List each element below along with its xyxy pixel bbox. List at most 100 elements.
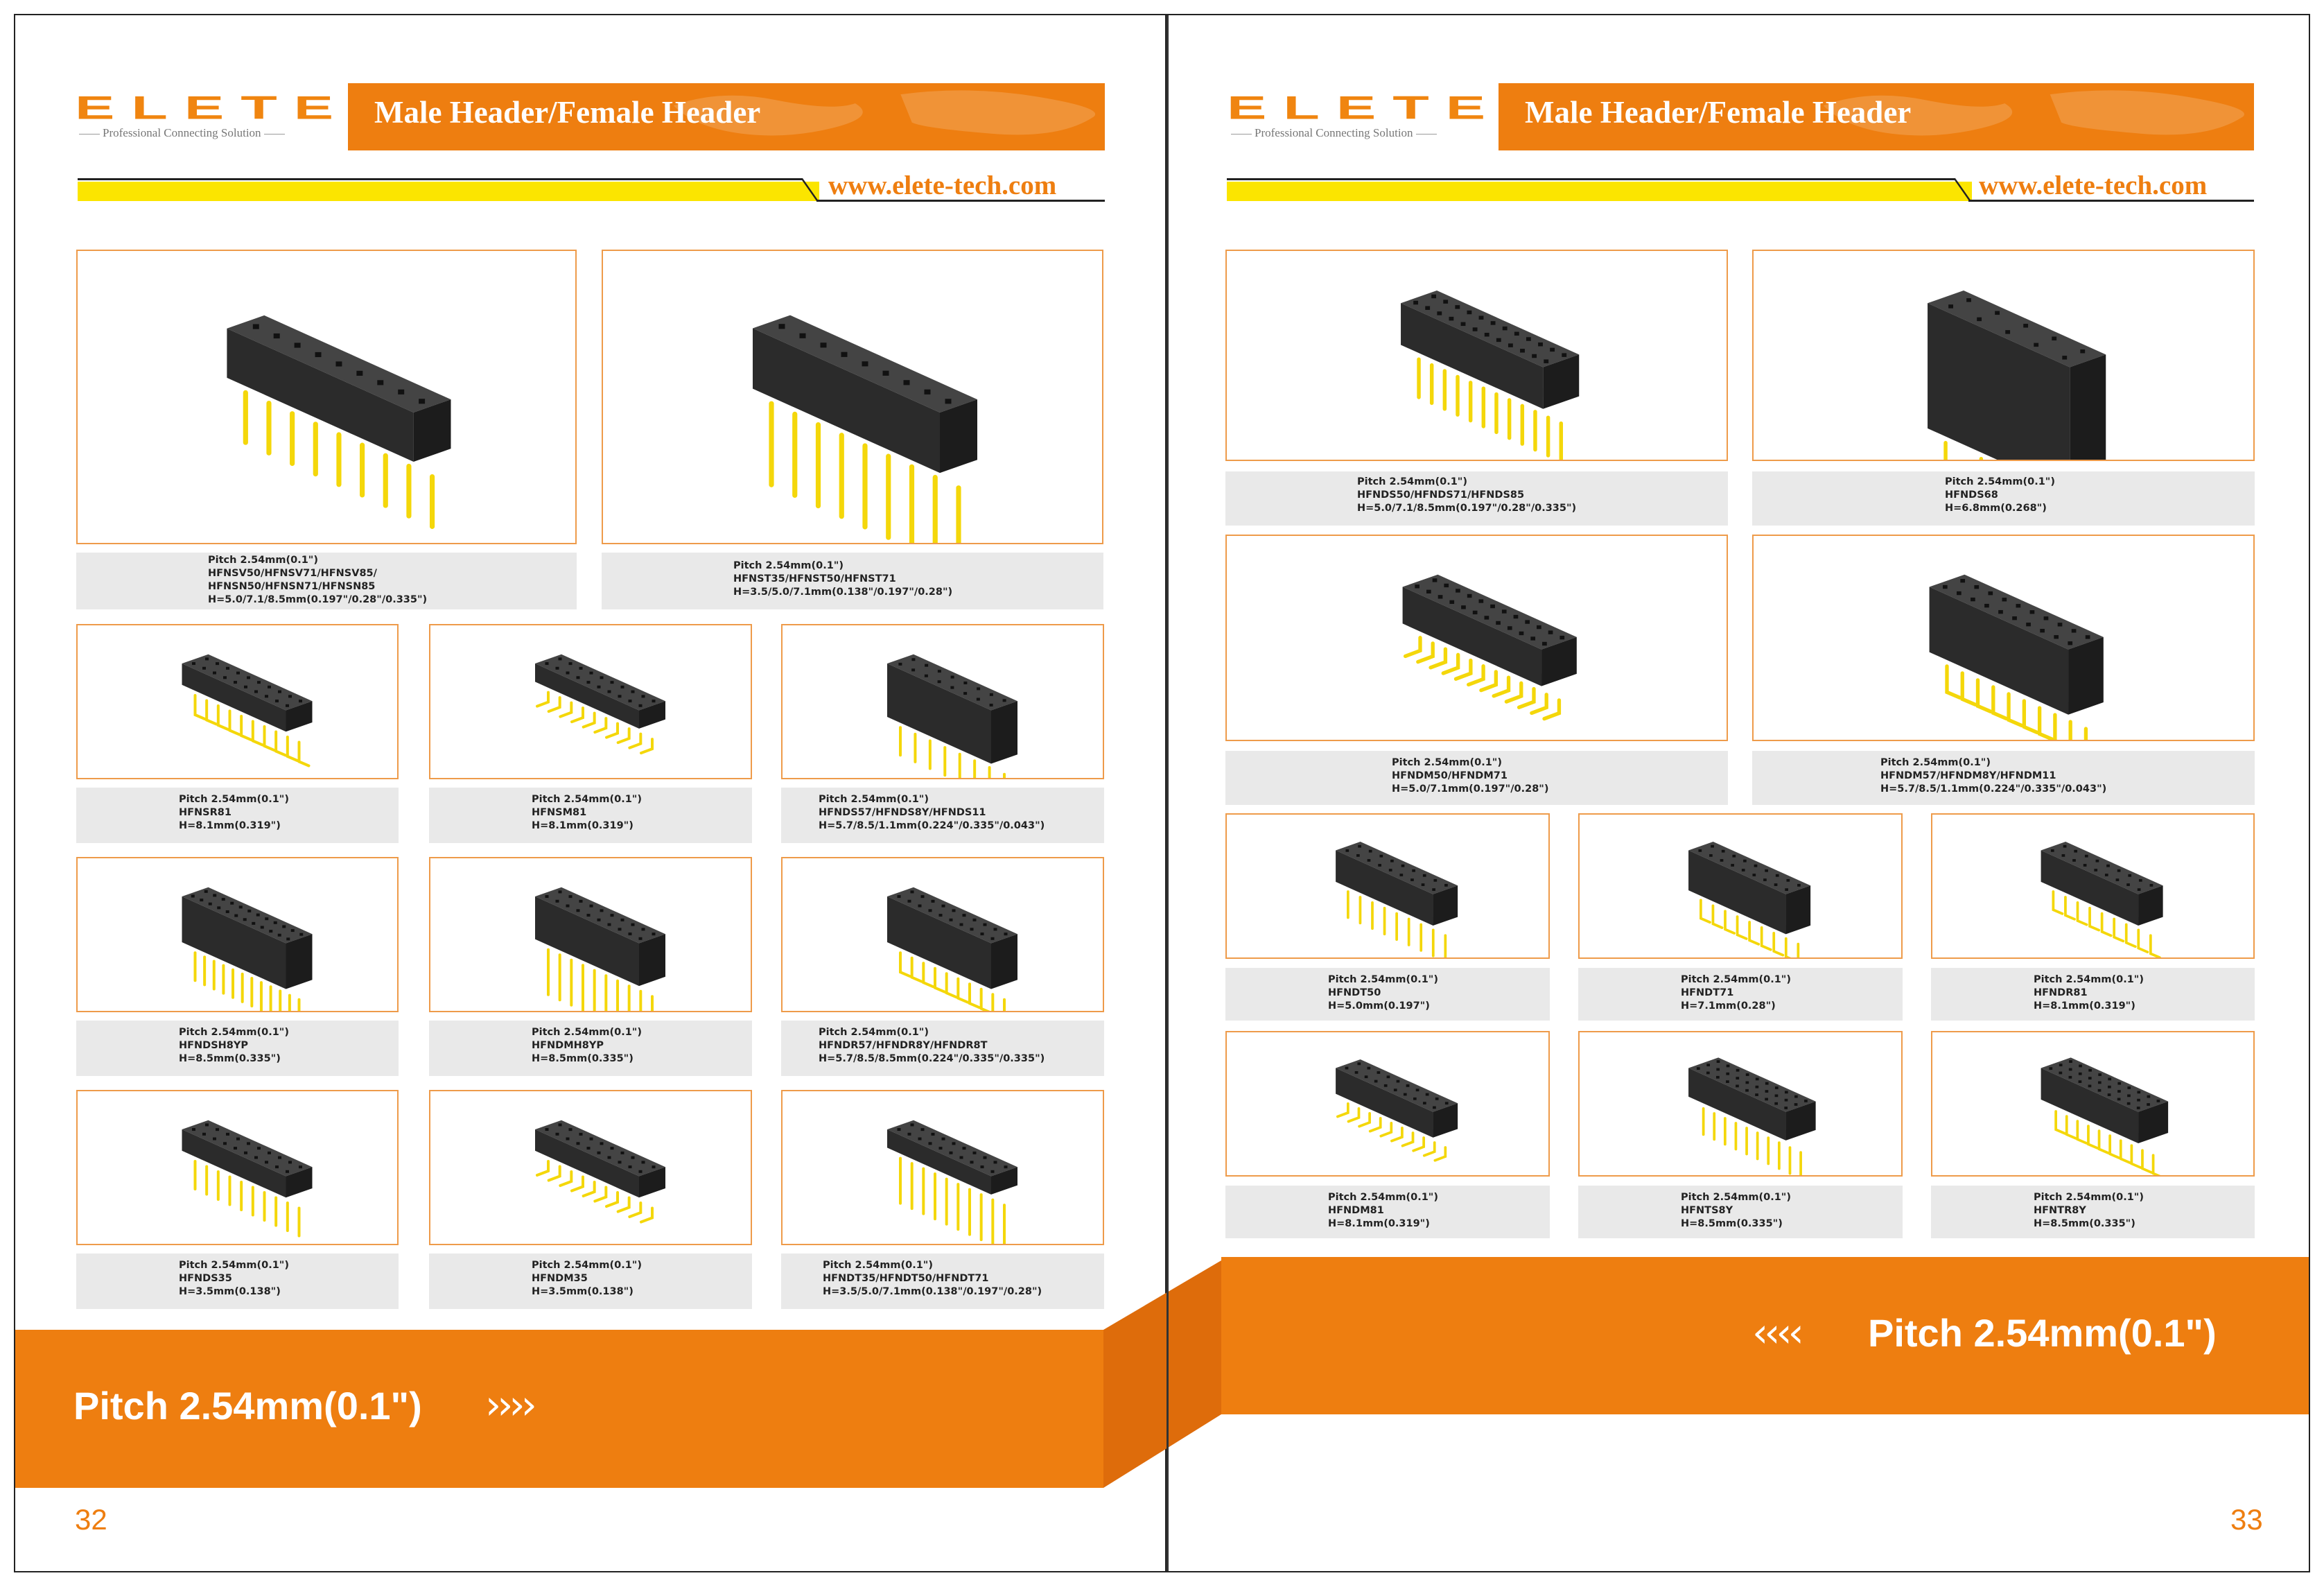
caption-part-number: HFNDM50/HFNDM71 <box>1392 770 1508 781</box>
caption-pitch: Pitch 2.54mm(0.1") <box>179 1027 289 1038</box>
caption-height: H=8.5mm(0.335") <box>1681 1218 1783 1229</box>
caption-pitch: Pitch 2.54mm(0.1") <box>208 555 318 566</box>
caption-part-number: HFNTS8Y <box>1681 1205 1733 1216</box>
caption-pitch: Pitch 2.54mm(0.1") <box>1945 476 2055 487</box>
connector-illustration <box>227 315 451 529</box>
product-image <box>76 250 577 544</box>
caption-height: H=7.1mm(0.28") <box>1681 1000 1776 1012</box>
caption-pitch: Pitch 2.54mm(0.1") <box>819 1027 929 1038</box>
product-image <box>781 1090 1104 1245</box>
website-link[interactable]: www.elete-tech.com <box>828 171 1057 200</box>
connector-illustration <box>1401 290 1580 460</box>
header-title-bar: Male Header/Female Header <box>348 83 1105 150</box>
caption-height: H=8.5mm(0.335") <box>532 1053 634 1064</box>
yellow-stripe <box>78 182 819 201</box>
product-image <box>1578 813 1903 959</box>
caption-pitch: Pitch 2.54mm(0.1") <box>1328 974 1438 985</box>
connector-illustration <box>2041 842 2163 957</box>
caption-height: H=5.0mm(0.197") <box>1328 1000 1430 1012</box>
product-caption: Pitch 2.54mm(0.1") HFNDM57/HFNDM8Y/HFNDM1… <box>1752 751 2255 805</box>
product-image <box>1752 535 2255 741</box>
caption-part-number: HFNDMH8YP <box>532 1040 604 1051</box>
caption-height: H=8.1mm(0.319") <box>1328 1218 1430 1229</box>
header-rule <box>1227 178 1955 180</box>
connector-illustration <box>1336 842 1458 957</box>
chevron-right-icon: ›››› <box>485 1381 537 1428</box>
pitch-label: Pitch 2.54mm(0.1") <box>1868 1311 2217 1355</box>
product-image <box>76 624 399 779</box>
caption-pitch: Pitch 2.54mm(0.1") <box>1392 757 1502 768</box>
caption-part-number: HFNDR81 <box>2034 987 2088 998</box>
caption-part-number: HFNDM35 <box>532 1273 588 1284</box>
product-caption: Pitch 2.54mm(0.1") HFNDMH8YP H=8.5mm(0.335… <box>429 1021 752 1076</box>
product-image <box>781 624 1104 779</box>
header-title-bar: Male Header/Female Header <box>1499 83 2254 150</box>
connector-illustration <box>753 315 977 543</box>
connector-illustration <box>535 654 665 755</box>
product-image <box>429 624 752 779</box>
book-spine <box>1167 15 1169 1571</box>
caption-part-number: HFNSR81 <box>179 807 231 818</box>
world-map-icon <box>673 90 1095 136</box>
world-map-icon <box>1823 90 2244 136</box>
caption-height: H=8.1mm(0.319") <box>179 820 281 831</box>
caption-part-number: HFNDR57/HFNDR8Y/HFNDR8T <box>819 1040 988 1051</box>
product-caption: Pitch 2.54mm(0.1")HFNDS57/HFNDS8Y/HFNDS1… <box>781 788 1104 843</box>
website-link[interactable]: www.elete-tech.com <box>1979 171 2208 200</box>
page-number: 33 <box>2230 1503 2263 1536</box>
product-image <box>1225 813 1550 959</box>
caption-part-number: HFNDM57/HFNDM8Y/HFNDM11 <box>1880 770 2056 781</box>
product-image <box>602 250 1103 544</box>
page-title: Male Header/Female Header <box>1525 95 1912 130</box>
caption-height: H=5.0/7.1mm(0.197"/0.28") <box>1392 783 1549 795</box>
product-image <box>429 857 752 1012</box>
caption-part-number: HFNSM81 <box>532 807 587 818</box>
product-image <box>76 857 399 1012</box>
caption-pitch: Pitch 2.54mm(0.1") <box>532 1027 642 1038</box>
brand-logo: ELETE <box>75 89 351 127</box>
caption-height: H=8.1mm(0.319") <box>532 820 634 831</box>
caption-part-number: HFNDS35 <box>179 1273 232 1284</box>
caption-pitch: Pitch 2.54mm(0.1") <box>1880 757 1991 768</box>
product-caption: Pitch 2.54mm(0.1") HFNDSH8YP H=8.5mm(0.335… <box>76 1021 399 1076</box>
caption-pitch: Pitch 2.54mm(0.1") <box>179 1260 289 1271</box>
caption-height: H=5.7/8.5/1.1mm(0.224"/0.335"/0.043") <box>819 820 1045 831</box>
connector-illustration <box>182 654 313 768</box>
brand-tagline: Professional Connecting Solution <box>76 126 288 140</box>
caption-height: H=5.7/8.5/1.1mm(0.224"/0.335"/0.043") <box>1880 783 2107 795</box>
caption-part-number: HFNDSH8YP <box>179 1040 249 1051</box>
caption-height: H=8.1mm(0.319") <box>2034 1000 2135 1012</box>
product-image <box>1225 535 1728 741</box>
brand-logo: ELETE <box>1227 89 1503 127</box>
header-rule-lower <box>1968 200 2254 202</box>
connector-illustration <box>887 654 1017 778</box>
caption-height: H=8.5mm(0.335") <box>179 1053 281 1064</box>
caption-height: H=5.0/7.1/8.5mm(0.197"/0.28"/0.335") <box>208 594 428 605</box>
caption-height: H=3.5mm(0.138") <box>179 1286 281 1297</box>
connector-illustration <box>1928 290 2106 460</box>
caption-part-number: HFNSV50/HFNSV71/HFNSV85/ <box>208 568 377 579</box>
caption-height: H=8.5mm(0.335") <box>2034 1218 2135 1229</box>
product-image <box>1225 1031 1550 1177</box>
chevron-left-icon: ‹‹‹‹ <box>1752 1309 1804 1356</box>
header-rule-lower <box>816 200 1105 202</box>
caption-height: H=3.5/5.0/7.1mm(0.138"/0.197"/0.28") <box>823 1286 1042 1297</box>
caption-part-number: HFNDM81 <box>1328 1205 1384 1216</box>
product-image <box>1931 813 2255 959</box>
product-image <box>76 1090 399 1245</box>
caption-pitch: Pitch 2.54mm(0.1") <box>733 560 844 571</box>
connector-illustration <box>1402 574 1577 721</box>
product-caption: Pitch 2.54mm(0.1")HFNDS50/HFNDS71/HFNDS8… <box>1225 471 1728 526</box>
product-image <box>1752 250 2255 461</box>
product-image <box>429 1090 752 1245</box>
